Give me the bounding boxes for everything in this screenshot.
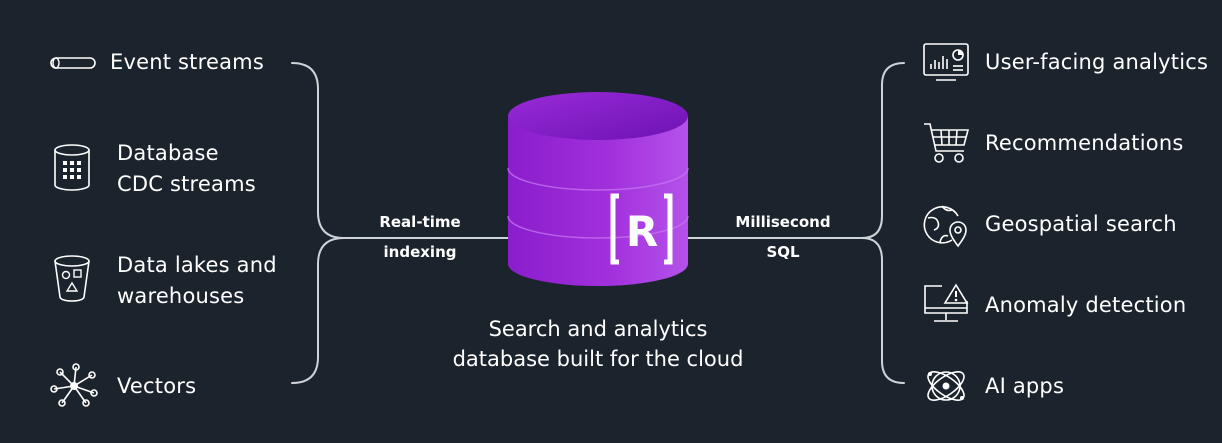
use-label-ai-apps: AI apps bbox=[985, 374, 1065, 398]
left-bracket-top bbox=[291, 62, 345, 239]
ingest-label-line1: Real-time bbox=[379, 213, 461, 231]
source-label-datalakes-line2: warehouses bbox=[117, 284, 245, 308]
pipe-icon bbox=[50, 57, 96, 69]
right-bracket-bottom bbox=[861, 237, 905, 384]
use-label-geospatial-search: Geospatial search bbox=[985, 212, 1177, 236]
source-label-datalakes-line1: Data lakes and bbox=[117, 253, 277, 277]
right-bracket-top bbox=[861, 62, 905, 239]
source-label-vectors: Vectors bbox=[117, 374, 197, 398]
database-cylinder-graphic: R bbox=[507, 92, 689, 286]
use-label-user-facing-analytics: User-facing analytics bbox=[985, 50, 1209, 74]
svg-text:R: R bbox=[626, 207, 658, 256]
center-caption-line1: Search and analytics bbox=[488, 317, 708, 341]
globe-pin-icon bbox=[923, 205, 967, 248]
shopping-cart-icon bbox=[924, 123, 970, 163]
source-label-database-line2: CDC streams bbox=[117, 172, 256, 196]
output-label-line1: Millisecond bbox=[735, 213, 831, 231]
center-caption-line2: database built for the cloud bbox=[452, 347, 744, 371]
output-label-line2: SQL bbox=[766, 243, 800, 261]
use-label-anomaly-detection: Anomaly detection bbox=[985, 293, 1187, 317]
ingest-label-line2: indexing bbox=[383, 243, 457, 261]
bucket-icon bbox=[54, 255, 90, 302]
source-label-database-line1: Database bbox=[117, 141, 219, 165]
network-nodes-icon bbox=[50, 363, 98, 407]
monitor-alert-icon bbox=[924, 283, 969, 322]
atom-orbit-icon bbox=[927, 371, 965, 401]
analytics-dashboard-icon bbox=[923, 43, 969, 81]
left-bracket-bottom bbox=[291, 237, 345, 384]
use-label-recommendations: Recommendations bbox=[985, 131, 1184, 155]
database-cylinder-icon bbox=[54, 144, 90, 191]
rockset-logo-icon: R bbox=[610, 193, 673, 265]
source-label-event-streams: Event streams bbox=[110, 50, 264, 74]
